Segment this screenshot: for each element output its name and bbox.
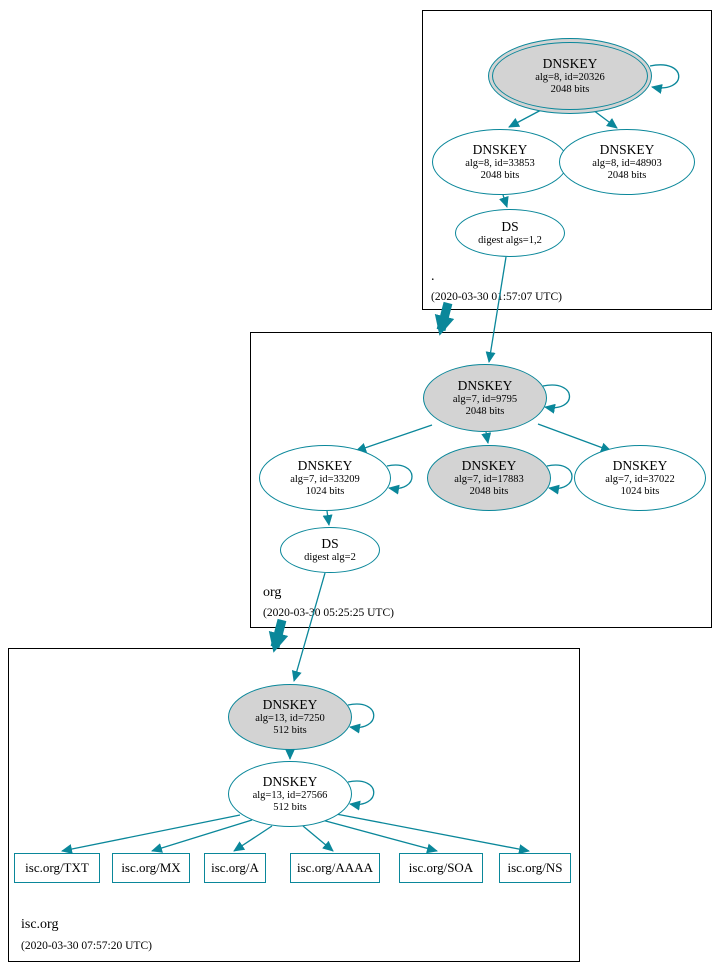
zone-timestamp-org: (2020-03-30 05:25:25 UTC) xyxy=(263,607,394,619)
dnskey-node-root-zsk2: DNSKEY alg=8, id=48903 2048 bits xyxy=(559,129,695,195)
node-detail: alg=8, id=48903 xyxy=(592,157,662,169)
rrset-node-isc-mx: isc.org/MX xyxy=(112,853,190,883)
node-title: DNSKEY xyxy=(461,458,517,474)
rrset-node-isc-txt: isc.org/TXT xyxy=(14,853,100,883)
node-title: DS xyxy=(501,219,519,235)
node-detail: alg=7, id=9795 xyxy=(452,393,518,405)
dnskey-node-root-zsk1: DNSKEY alg=8, id=33853 2048 bits xyxy=(432,129,568,195)
node-detail: alg=7, id=17883 xyxy=(454,473,524,485)
node-title: DNSKEY xyxy=(612,458,668,474)
node-detail: alg=13, id=7250 xyxy=(255,712,325,724)
node-bits: 512 bits xyxy=(273,801,307,813)
node-bits: 2048 bits xyxy=(465,405,505,417)
node-bits: 2048 bits xyxy=(607,169,647,181)
rrset-node-isc-a: isc.org/A xyxy=(204,853,266,883)
node-detail: alg=8, id=33853 xyxy=(465,157,535,169)
zone-label-isc-org: isc.org xyxy=(21,917,59,932)
node-detail: alg=7, id=33209 xyxy=(290,473,360,485)
zone-label-org: org xyxy=(263,585,282,600)
ds-node-org: DS digest alg=2 xyxy=(280,527,380,573)
rrset-label: isc.org/MX xyxy=(121,859,181,875)
node-detail: digest alg=2 xyxy=(304,551,356,563)
node-title: DNSKEY xyxy=(542,56,598,72)
rrset-node-isc-aaaa: isc.org/AAAA xyxy=(290,853,380,883)
node-title: DNSKEY xyxy=(262,697,318,713)
rrset-label: isc.org/AAAA xyxy=(297,859,373,875)
rrset-label: isc.org/NS xyxy=(507,859,563,875)
dnskey-node-org-zsk3: DNSKEY alg=7, id=37022 1024 bits xyxy=(574,445,706,511)
node-bits: 2048 bits xyxy=(469,485,509,497)
node-detail: alg=13, id=27566 xyxy=(252,789,328,801)
dnskey-node-isc-ksk: DNSKEY alg=13, id=7250 512 bits xyxy=(228,684,352,750)
ds-node-root: DS digest algs=1,2 xyxy=(455,209,565,257)
zone-timestamp-isc-org: (2020-03-30 07:57:20 UTC) xyxy=(21,940,152,952)
dnskey-node-org-zsk2: DNSKEY alg=7, id=17883 2048 bits xyxy=(427,445,551,511)
node-bits: 512 bits xyxy=(273,724,307,736)
rrset-node-isc-ns: isc.org/NS xyxy=(499,853,571,883)
rrset-label: isc.org/TXT xyxy=(25,859,89,875)
dnskey-node-org-zsk1: DNSKEY alg=7, id=33209 1024 bits xyxy=(259,445,391,511)
zone-timestamp-root: (2020-03-30 01:57:07 UTC) xyxy=(431,291,562,303)
node-title: DS xyxy=(321,536,339,552)
zone-label-root: . xyxy=(431,269,435,284)
node-bits: 2048 bits xyxy=(550,83,590,95)
dnskey-node-org-ksk: DNSKEY alg=7, id=9795 2048 bits xyxy=(423,364,547,432)
node-detail: digest algs=1,2 xyxy=(478,234,542,246)
node-bits: 1024 bits xyxy=(620,485,660,497)
node-detail: alg=7, id=37022 xyxy=(605,473,675,485)
node-bits: 1024 bits xyxy=(305,485,345,497)
node-title: DNSKEY xyxy=(262,774,318,790)
node-bits: 2048 bits xyxy=(480,169,520,181)
rrset-label: isc.org/SOA xyxy=(408,859,474,875)
node-detail: alg=8, id=20326 xyxy=(535,71,605,83)
rrset-label: isc.org/A xyxy=(211,859,259,875)
node-title: DNSKEY xyxy=(297,458,353,474)
node-title: DNSKEY xyxy=(457,378,513,394)
dnskey-node-isc-zsk: DNSKEY alg=13, id=27566 512 bits xyxy=(228,761,352,827)
dnskey-node-root-ksk: DNSKEY alg=8, id=20326 2048 bits xyxy=(488,38,652,114)
rrset-node-isc-soa: isc.org/SOA xyxy=(399,853,483,883)
node-title: DNSKEY xyxy=(599,142,655,158)
node-title: DNSKEY xyxy=(472,142,528,158)
